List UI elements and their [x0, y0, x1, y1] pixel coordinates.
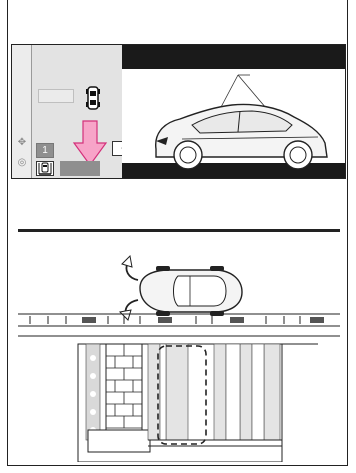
settings-icon[interactable]: ◎	[16, 157, 28, 169]
move-icon[interactable]: ✥	[16, 137, 28, 149]
space-number-button[interactable]: 1	[36, 143, 54, 158]
camera-view	[122, 45, 346, 178]
turn-arrow-left-icon	[122, 256, 138, 280]
car-icon	[140, 266, 242, 316]
car-top-icon	[80, 85, 104, 115]
turn-arrow-right-icon	[120, 300, 138, 320]
confirm-button[interactable]	[60, 161, 100, 176]
parking-mode-icon[interactable]	[36, 161, 54, 176]
parking-assist-panel: 1 -	[32, 45, 122, 178]
display-screen: ✥ ◎ 1 -	[11, 44, 346, 179]
down-arrow-icon	[72, 119, 108, 167]
parking-scene-illustration	[18, 240, 340, 462]
side-strip: ✥ ◎	[12, 45, 32, 178]
section-divider	[18, 229, 340, 232]
message-area	[38, 89, 74, 103]
